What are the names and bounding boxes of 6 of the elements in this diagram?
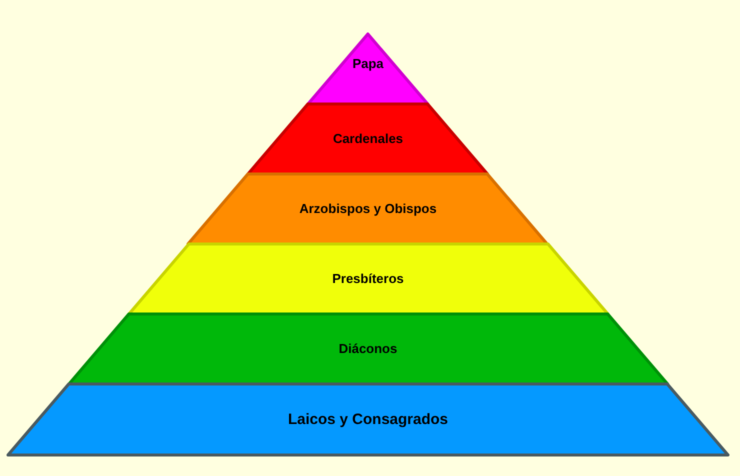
layer-label: Papa — [352, 56, 384, 71]
layer-label: Laicos y Consagrados — [288, 410, 448, 428]
layer-label: Arzobispos y Obispos — [299, 201, 437, 216]
layer-label: Diáconos — [338, 341, 398, 356]
layer-label: Cardenales — [332, 131, 404, 146]
layer-label: Presbíteros — [332, 271, 404, 286]
